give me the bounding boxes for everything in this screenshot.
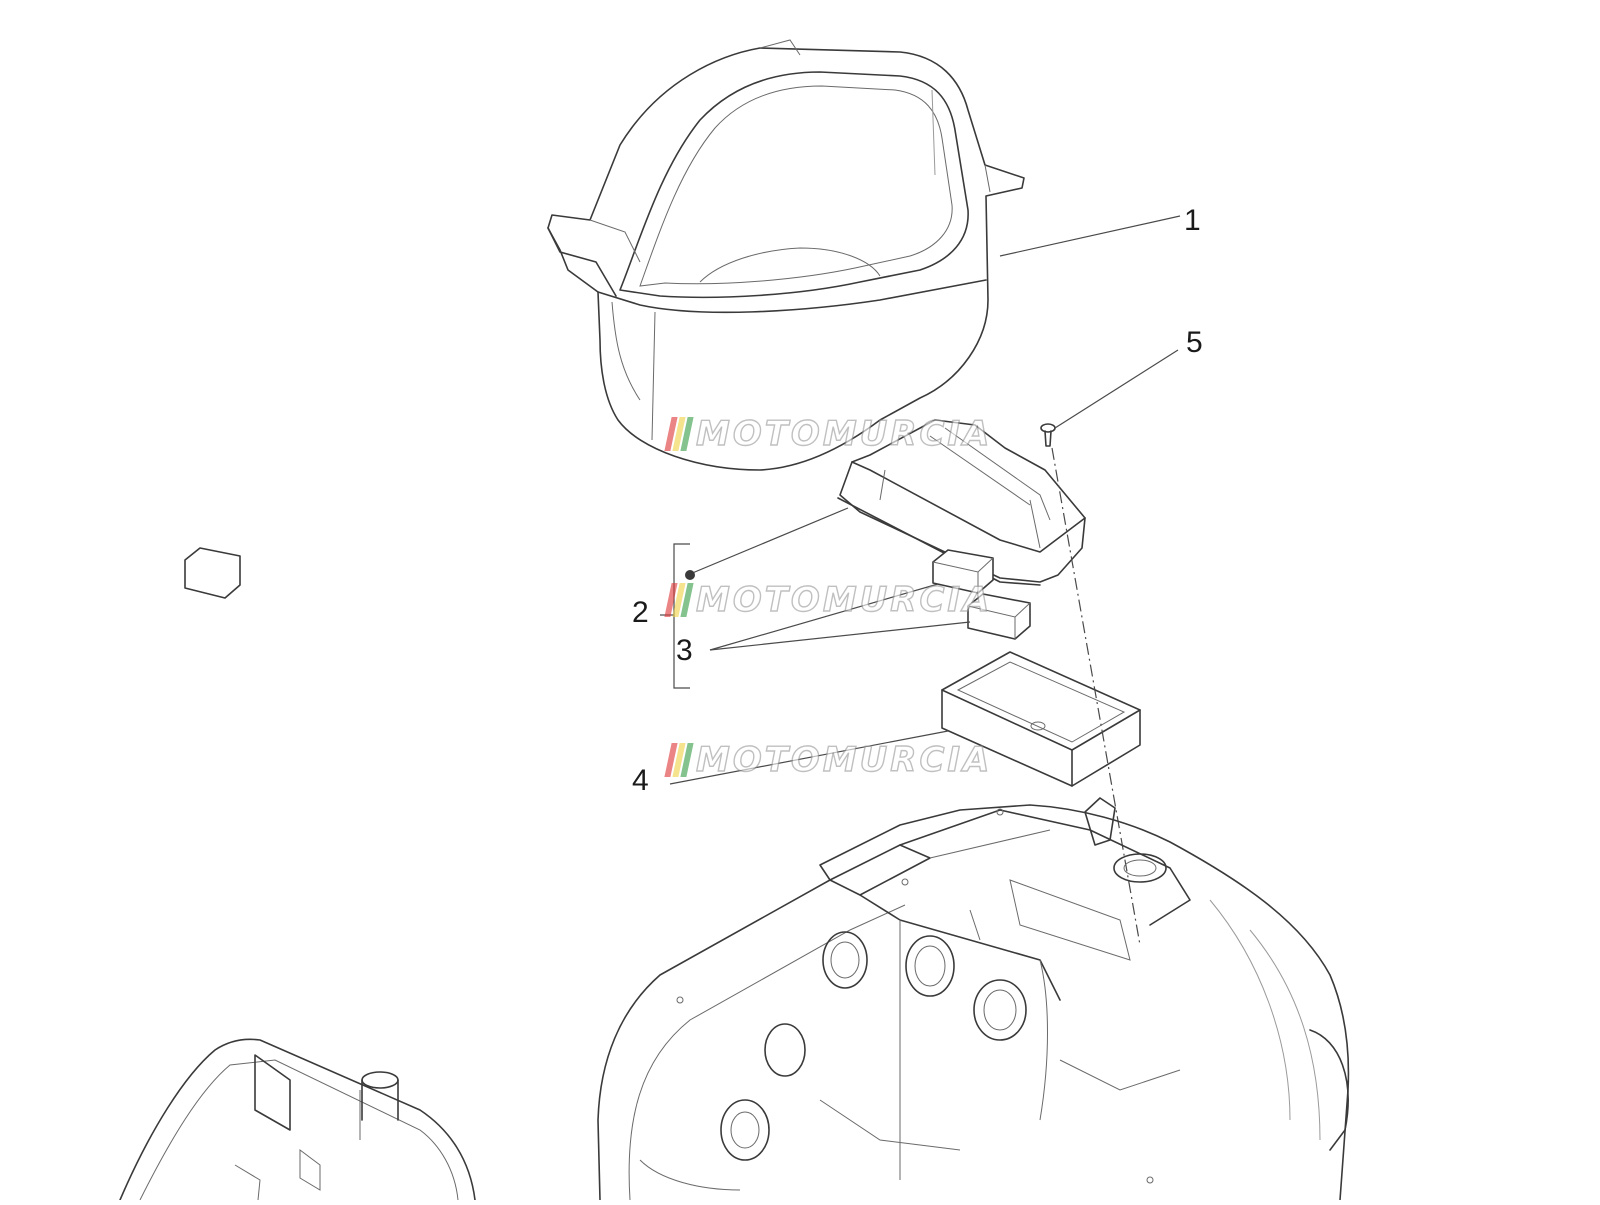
leader-line-5 [1054,349,1179,429]
leader-line-4 [669,730,949,785]
scooter-body-frame [597,797,1350,1201]
battery-cover [837,419,1086,586]
rubber-pad-lower [967,593,1031,640]
watermark-stripes-icon [664,583,695,617]
callout-5: 5 [1186,326,1203,359]
leader-line-3b [709,621,971,651]
leader-line-2 [689,507,849,575]
leader-line-3a [709,583,939,651]
screw [1040,423,1056,447]
leader-line-1 [999,215,1181,257]
leader-dot-2 [685,570,695,580]
watermark-text: MOTOMURCIA [695,580,993,620]
rubber-pad-upper-real [932,549,994,594]
assembly-axis-line [1051,447,1141,946]
watermark-stripes-icon [664,417,695,451]
callout-3: 3 [676,634,693,667]
watermark-stripes-icon [664,743,695,777]
watermark-text: MOTOMURCIA [695,414,993,454]
watermark-logo-bottom: MOTOMURCIA [664,740,993,780]
watermark-text: MOTOMURCIA [695,740,993,780]
battery-tray [941,651,1141,787]
watermark-logo-top: MOTOMURCIA [664,414,993,454]
helmet-compartment-tub [547,39,1025,471]
front-shield-fragment [119,1038,476,1201]
watermark-logo-middle: MOTOMURCIA [664,580,993,620]
callout-2: 2 [632,596,649,629]
callout-4: 4 [632,764,649,797]
rubber-pad-upper [184,547,241,599]
callout-1: 1 [1184,204,1201,237]
